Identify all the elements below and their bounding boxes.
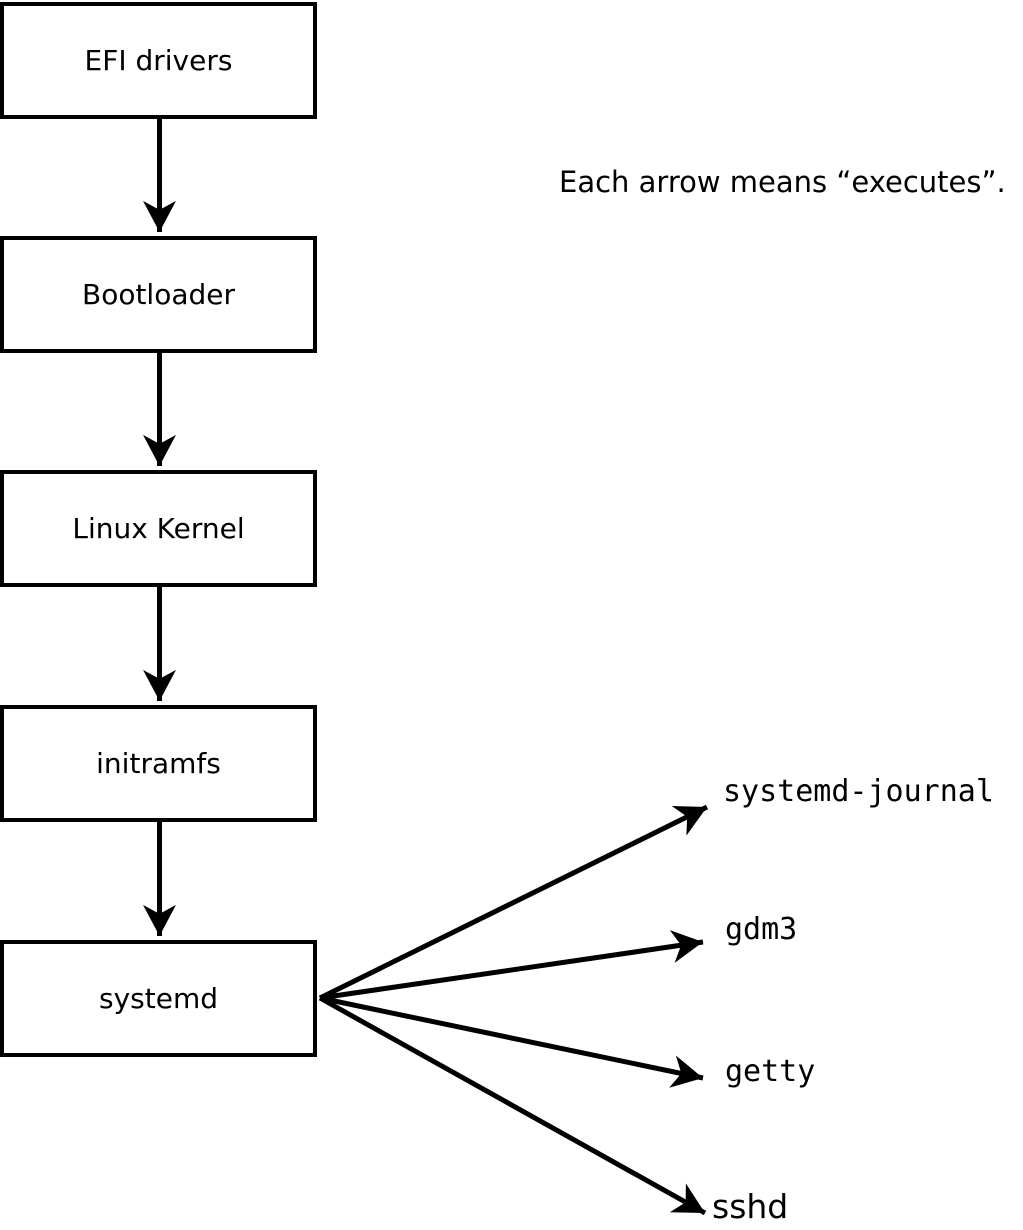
node-linux-kernel: Linux Kernel [0, 470, 317, 587]
arrow-systemd-to-gdm3 [319, 930, 704, 1001]
label-getty: getty [725, 1054, 816, 1089]
label-sshd: sshd [712, 1187, 789, 1226]
node-initramfs-label: initramfs [96, 747, 221, 780]
node-efi-drivers-label: EFI drivers [84, 44, 233, 77]
node-bootloader: Bootloader [0, 236, 317, 353]
node-systemd: systemd [0, 940, 317, 1057]
arrow-systemd-to-sshd [318, 995, 707, 1216]
node-linux-kernel-label: Linux Kernel [72, 512, 245, 545]
node-initramfs: initramfs [0, 705, 317, 822]
node-bootloader-label: Bootloader [81, 278, 236, 311]
arrow-systemd-to-getty [319, 995, 704, 1088]
node-efi-drivers: EFI drivers [0, 2, 317, 119]
node-systemd-label: systemd [99, 982, 218, 1015]
label-gdm3: gdm3 [725, 912, 798, 947]
arrow-systemd-to-journal [318, 804, 709, 1001]
label-systemd-journal: systemd-journal [723, 774, 994, 809]
arrow-meaning-note: Each arrow means “executes”. [559, 165, 1006, 199]
